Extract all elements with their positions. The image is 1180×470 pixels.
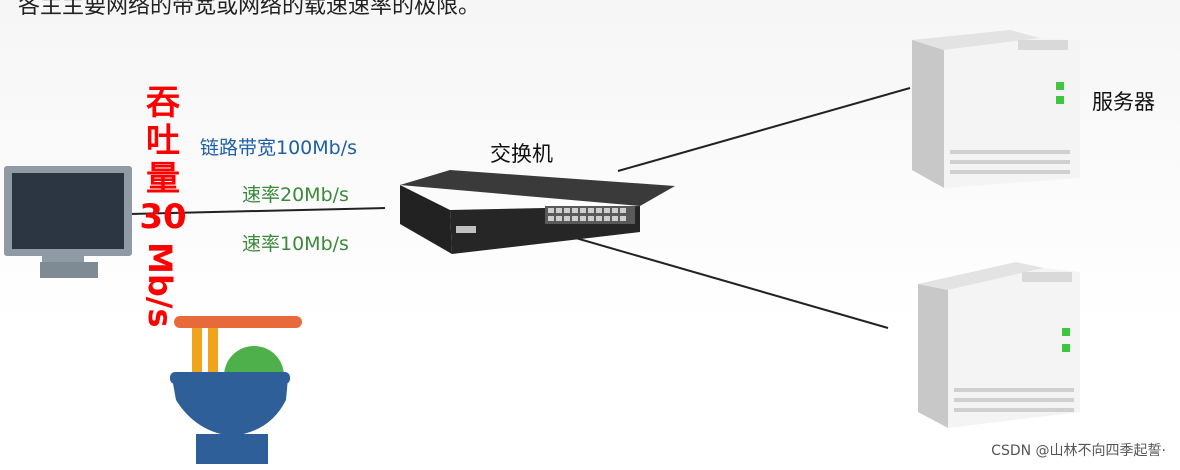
- link-switch-server-2: [547, 229, 889, 329]
- switch-label: 交换机: [490, 142, 553, 166]
- throughput-char: 吐: [146, 121, 180, 161]
- rate-label-2: 速率10Mb/s: [242, 233, 349, 255]
- link-switch-server-1: [617, 87, 911, 172]
- throughput-unit: Mb/s: [141, 242, 179, 328]
- noodle-bowl-icon: [170, 316, 302, 464]
- throughput-value: 30: [139, 197, 187, 237]
- throughput-label: 吞 吐 量 30 Mb/s: [138, 84, 188, 327]
- throughput-char: 吞: [146, 83, 180, 123]
- throughput-char: 量: [146, 159, 180, 199]
- watermark: CSDN @山林不向四季起誓·: [991, 443, 1166, 459]
- switch-icon: [400, 170, 675, 254]
- monitor-icon: [4, 166, 132, 278]
- link-pc-switch: [129, 207, 386, 215]
- server-label: 服务器: [1092, 90, 1155, 114]
- server-icon-top: [912, 30, 1080, 188]
- caption-text: 各主主要网络的带宽或网络的载速速率的极限。: [18, 0, 481, 19]
- server-icon-bottom: [918, 262, 1080, 428]
- link-bandwidth-label: 链路带宽100Mb/s: [200, 137, 358, 159]
- rate-label-1: 速率20Mb/s: [242, 184, 349, 206]
